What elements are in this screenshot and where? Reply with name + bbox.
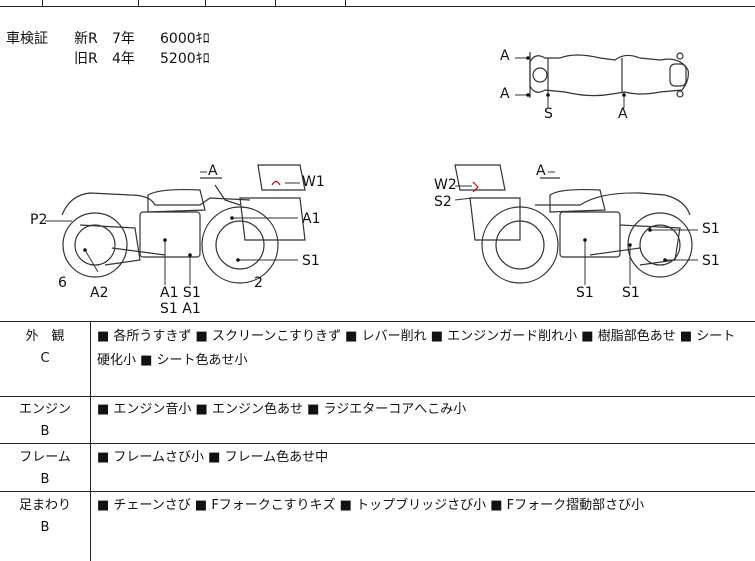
table-border	[0, 491, 755, 492]
right-view-mark: S1	[622, 285, 640, 301]
top-view-mark: A	[500, 86, 510, 102]
table-border	[0, 396, 755, 397]
top-border	[0, 6, 755, 7]
right-view-mark: W2	[434, 177, 457, 193]
table-border	[0, 321, 755, 322]
inspection-mileage: 6000ｷﾛ	[160, 31, 210, 47]
condition-category: 外 観	[25, 329, 65, 344]
right-view-mark: S2	[434, 194, 452, 210]
left-side-bike-icon	[61, 164, 306, 284]
condition-grade: B	[40, 472, 50, 487]
header-divider	[205, 0, 206, 6]
left-view-mark: A2	[90, 285, 109, 301]
table-border	[0, 443, 755, 444]
condition-notes: ■ エンジン音小 ■ エンジン色あせ ■ ラジエターコアへこみ小	[97, 402, 467, 417]
left-view-mark: A1 S1	[160, 285, 201, 301]
condition-grade: B	[40, 424, 50, 439]
condition-category: 足まわり	[18, 498, 71, 513]
inspection-mileage: 5200ｷﾛ	[160, 51, 210, 67]
inspection-model: 新R	[74, 31, 98, 47]
damage-marks	[271, 180, 479, 193]
inspection-model: 旧R	[74, 51, 98, 67]
inspection-label: 車検証	[6, 31, 48, 47]
condition-notes: ■ フレームさび小 ■ フレーム色あせ中	[97, 450, 329, 465]
header-divider	[275, 0, 276, 6]
right-side-bike-icon	[454, 164, 693, 284]
condition-grade: B	[40, 520, 50, 535]
left-view-mark: 6	[58, 275, 67, 291]
inspection-years: 4年	[112, 51, 135, 67]
right-view-mark: S1	[702, 253, 720, 269]
left-view-mark: W1	[302, 174, 325, 190]
left-view-mark: S1 A1	[160, 301, 201, 317]
condition-grade: C	[40, 351, 50, 366]
motorcycle-damage-diagram	[45, 52, 698, 285]
top-view-mark: A	[500, 48, 510, 64]
condition-notes: ■ チェーンさび ■ Fフォークこすりキズ ■ トップブリッジさび小 ■ Fフォ…	[97, 498, 645, 513]
inspection-years: 7年	[112, 31, 135, 47]
right-view-mark: S1	[702, 221, 720, 237]
leader-dots	[83, 56, 667, 262]
right-view-mark: S1	[576, 285, 594, 301]
left-view-mark: A1	[302, 211, 321, 227]
left-view-mark: P2	[30, 212, 48, 228]
top-view-mark: A	[618, 106, 628, 122]
top-view-bike-icon	[529, 52, 689, 98]
left-view-mark: 2	[254, 275, 263, 291]
left-view-mark: A	[208, 163, 218, 179]
table-column-divider	[90, 321, 91, 561]
header-divider	[42, 0, 43, 6]
condition-category: エンジン	[18, 402, 71, 417]
condition-category: フレーム	[19, 450, 71, 465]
condition-notes: ■ 各所うすきず ■ スクリーンこすりきず ■ レバー削れ ■ エンジンガード削…	[97, 329, 736, 368]
header-divider	[345, 0, 346, 6]
top-view-mark: S	[544, 106, 553, 122]
right-view-mark: A	[536, 163, 546, 179]
left-view-mark: S1	[302, 253, 320, 269]
header-divider	[138, 0, 139, 6]
